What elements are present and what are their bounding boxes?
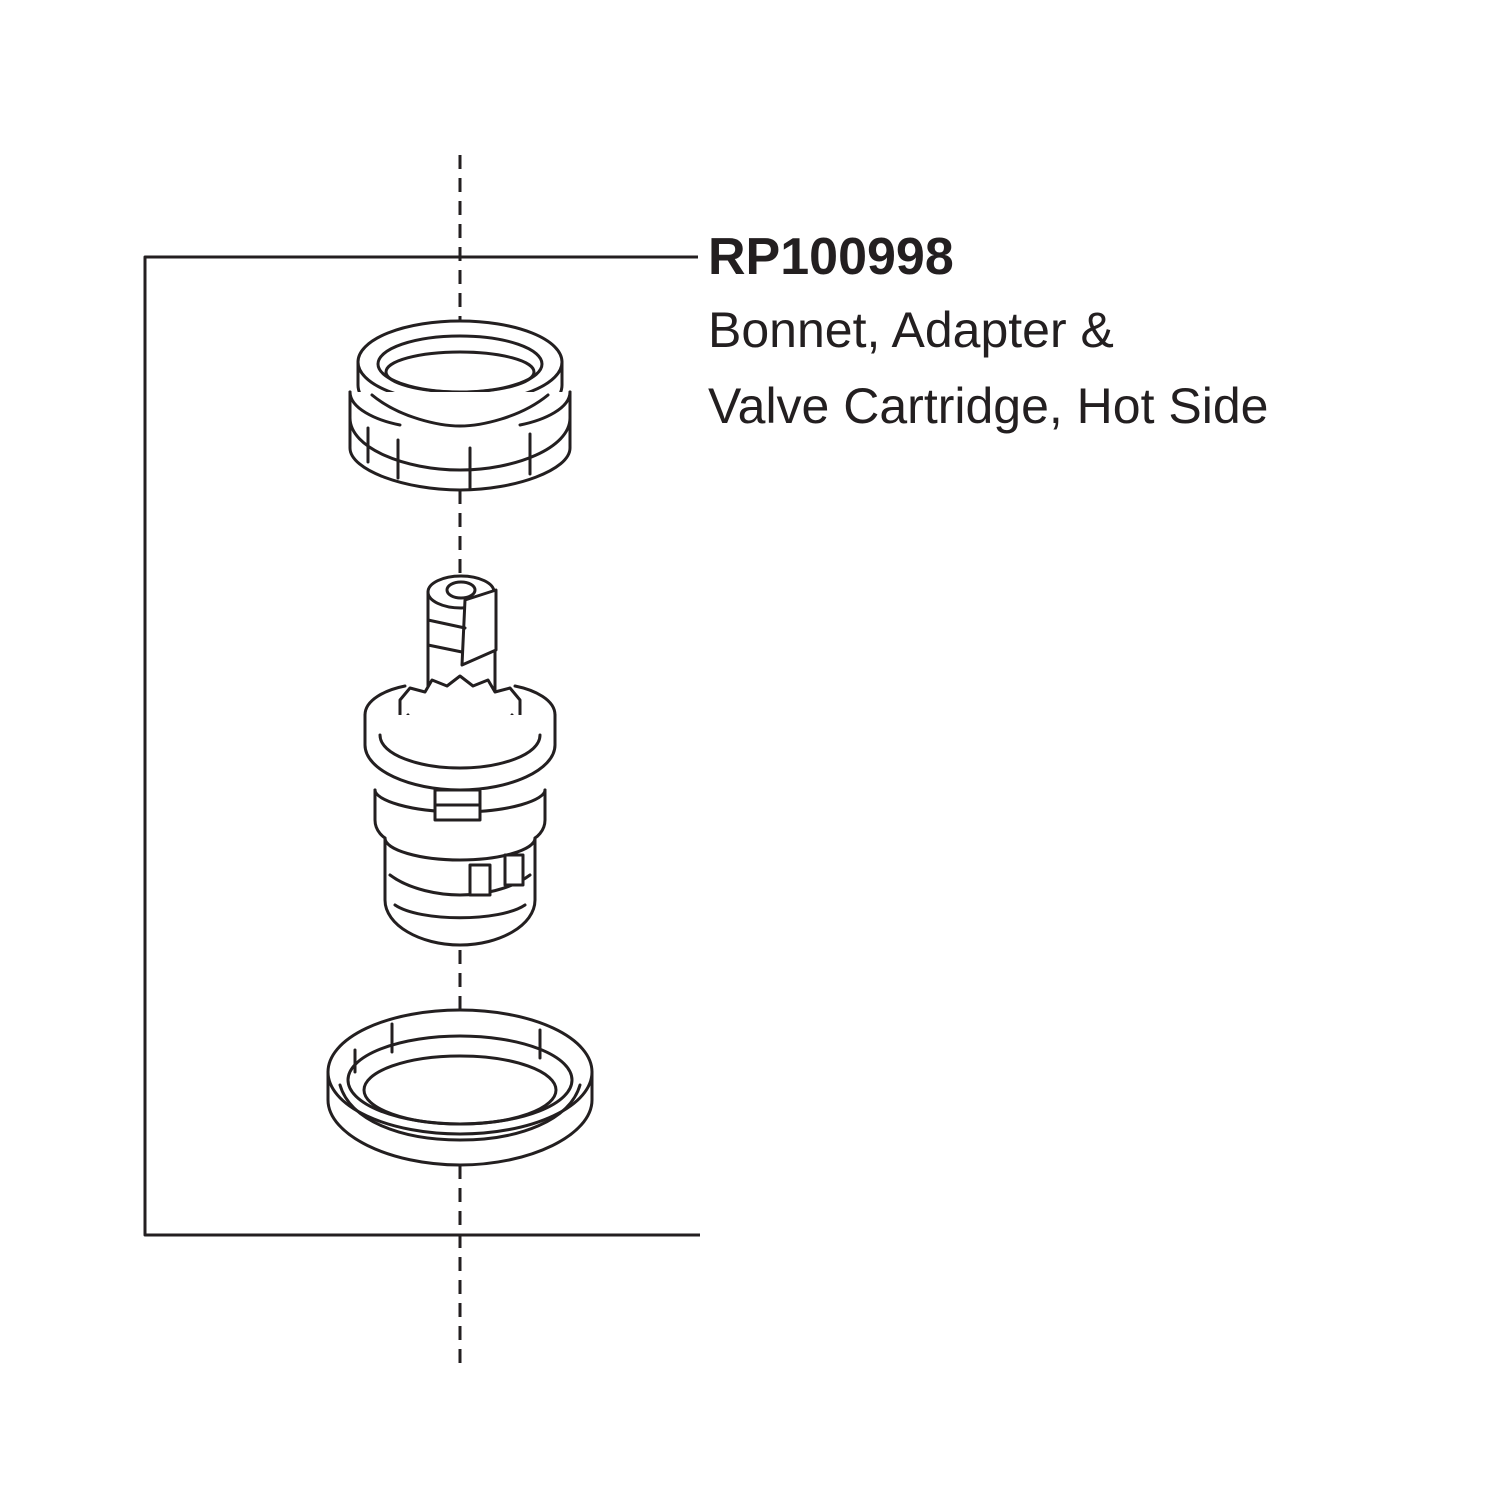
part-description-line-1: Bonnet, Adapter & — [708, 302, 1114, 358]
part-number: RP100998 — [708, 228, 954, 286]
valve-cartridge-icon — [363, 574, 557, 947]
adapter-icon — [326, 1008, 594, 1167]
callout-bracket — [143, 255, 700, 1237]
part-description-line-2: Valve Cartridge, Hot Side — [708, 378, 1269, 434]
bonnet-icon — [348, 319, 572, 492]
part-callout: RP100998 Bonnet, Adapter & Valve Cartrid… — [708, 222, 1268, 444]
